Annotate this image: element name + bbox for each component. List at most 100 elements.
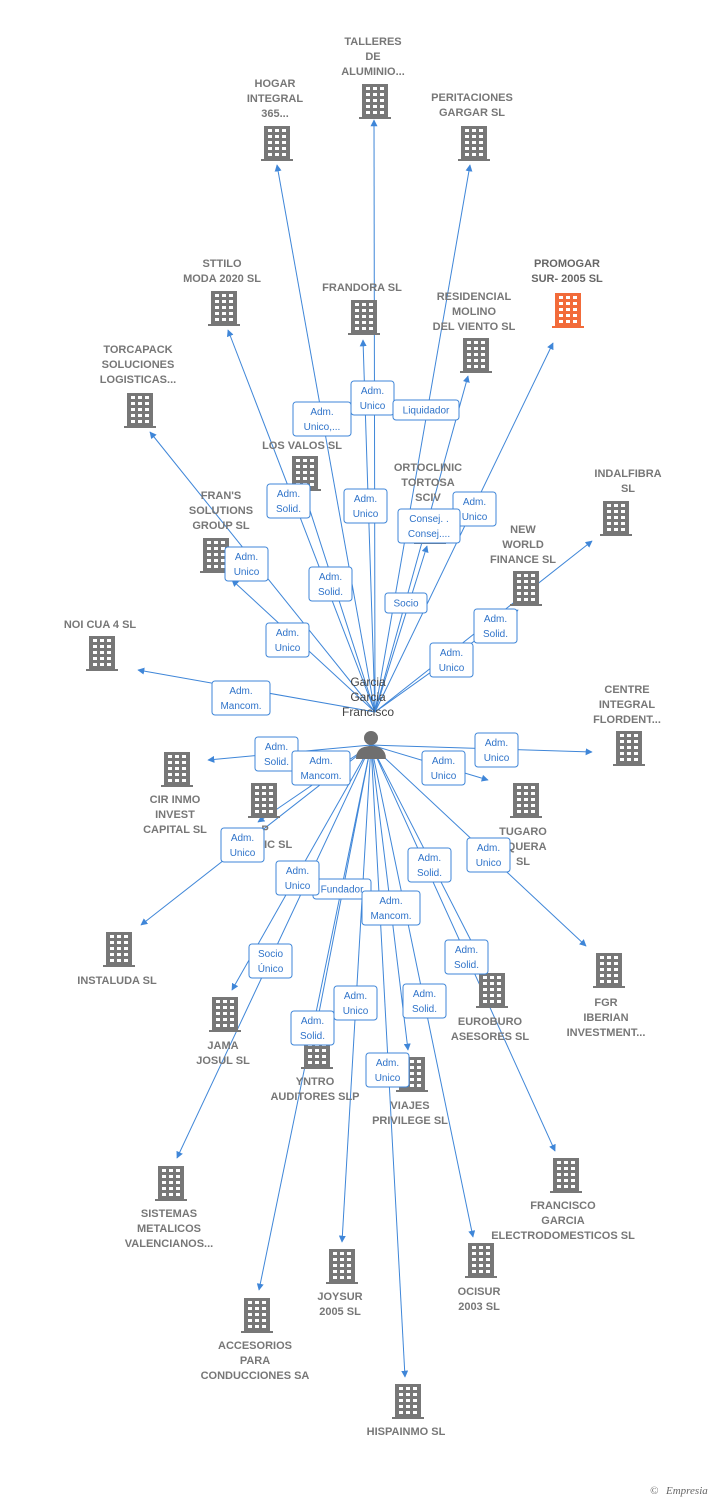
relation-label[interactable]: Adm.Mancom. [361, 890, 421, 926]
relation-label[interactable]: Adm.Solid. [290, 1010, 335, 1046]
relation-label-text: Adm. [265, 742, 288, 753]
relation-label-text: Consej. . [409, 514, 448, 525]
building-icon [465, 1243, 497, 1278]
building-icon [241, 1298, 273, 1333]
relation-label[interactable]: Adm.Solid. [308, 566, 353, 602]
relation-label-text: Adm. [485, 738, 508, 749]
relation-label-text: Adm. [361, 386, 384, 397]
relation-label-text: Unico [431, 771, 457, 782]
building-icon [510, 783, 542, 818]
copyright-symbol: © [650, 1485, 659, 1497]
relation-label[interactable]: Adm.Unico [224, 546, 269, 582]
relation-label[interactable]: Adm.Solid. [473, 608, 518, 644]
company-label: ASESORES SL [451, 1031, 530, 1043]
relation-label[interactable]: Adm.Unico,... [292, 401, 352, 437]
building-icon [613, 731, 645, 766]
company-node-fgr[interactable]: FGRIBERIANINVESTMENT... [567, 953, 646, 1039]
relation-label[interactable]: Adm.Unico [421, 750, 466, 786]
building-icon [161, 752, 193, 787]
company-label: SL [621, 483, 635, 495]
company-label: ALUMINIO... [341, 66, 405, 78]
relation-label[interactable]: Consej. .Consej.... [397, 508, 461, 544]
company-label: OCISUR [458, 1286, 501, 1298]
building-icon [458, 126, 490, 161]
company-node-instaluda[interactable]: INSTALUDA SL [77, 932, 157, 987]
relation-label[interactable]: Adm.Unico [333, 985, 378, 1021]
company-label: WORLD [502, 539, 544, 551]
edge-to-promogar [374, 342, 554, 713]
relation-label[interactable]: Adm.Solid. [402, 983, 447, 1019]
relation-label[interactable]: Adm.Unico [265, 622, 310, 658]
relation-label[interactable]: Adm.Solid. [266, 483, 311, 519]
company-node-frandora[interactable]: FRANDORA SL [322, 282, 402, 335]
company-node-centre[interactable]: CENTREINTEGRALFLORDENT... [593, 684, 661, 766]
company-label: VALENCIANOS... [125, 1238, 213, 1250]
relation-label-text: Único [258, 962, 284, 975]
relation-label[interactable]: Adm.Unico [275, 860, 320, 896]
building-icon [103, 932, 135, 967]
relation-label-text: Liquidador [403, 406, 450, 417]
company-node-talleres[interactable]: TALLERESDEALUMINIO... [341, 36, 405, 119]
company-node-sistemas[interactable]: SISTEMASMETALICOSVALENCIANOS... [125, 1166, 213, 1250]
building-icon [86, 636, 118, 671]
company-node-hispainmo[interactable]: HISPAINMO SL [367, 1384, 446, 1438]
relation-label[interactable]: Adm.Unico [350, 380, 395, 416]
relation-label[interactable]: Adm.Unico [343, 488, 388, 524]
company-node-noicua[interactable]: NOI CUA 4 SL [64, 619, 137, 671]
company-node-hogar[interactable]: HOGARINTEGRAL365... [247, 78, 304, 161]
relation-label[interactable]: Adm.Unico [429, 642, 474, 678]
building-icon [510, 571, 542, 606]
relation-label[interactable]: Adm.Unico [220, 827, 265, 863]
company-label: DEL VIENTO SL [433, 321, 516, 333]
relation-label[interactable]: Adm.Mancom. [291, 750, 351, 786]
relation-label[interactable]: Adm.Solid. [254, 736, 299, 772]
edge-to-sttilo [226, 329, 376, 713]
relation-label[interactable]: Adm.Unico [466, 837, 511, 873]
relation-label-text: Adm. [235, 552, 258, 563]
company-label: SOLUCIONES [102, 359, 175, 371]
company-label: ORTOCLINIC [394, 462, 462, 474]
building-icon [208, 291, 240, 326]
building-icon [155, 1166, 187, 1201]
company-label: METALICOS [137, 1223, 201, 1235]
company-node-torcapack[interactable]: TORCAPACKSOLUCIONESLOGISTICAS... [100, 344, 176, 428]
relation-label[interactable]: Adm.Mancom. [211, 680, 271, 716]
relation-label[interactable]: Adm.Unico [474, 732, 519, 768]
relation-label[interactable]: Adm.Solid. [444, 939, 489, 975]
company-label: HOGAR [255, 78, 296, 90]
relation-label[interactable]: Liquidador [392, 399, 460, 421]
company-label: SOLUTIONS [189, 505, 253, 517]
relation-label[interactable]: Adm.Unico [365, 1052, 410, 1088]
person-icon [356, 731, 386, 759]
company-label: MOLINO [452, 306, 496, 318]
relation-label-text: Unico [343, 1006, 369, 1017]
relation-label-text: Adm. [379, 896, 402, 907]
company-label: TALLERES [344, 36, 401, 48]
company-label: TUGARO [499, 826, 547, 838]
company-label: FRANCISCO [530, 1200, 596, 1212]
relation-label-text: Adm. [484, 614, 507, 625]
relation-label[interactable]: Adm.Solid. [407, 847, 452, 883]
relation-label-text: Unico [353, 509, 379, 520]
relation-label[interactable]: Adm.Unico [452, 491, 497, 527]
relation-label[interactable]: Socio [384, 592, 428, 614]
company-node-losvalos[interactable]: MALOS VALOS SL [262, 425, 342, 491]
